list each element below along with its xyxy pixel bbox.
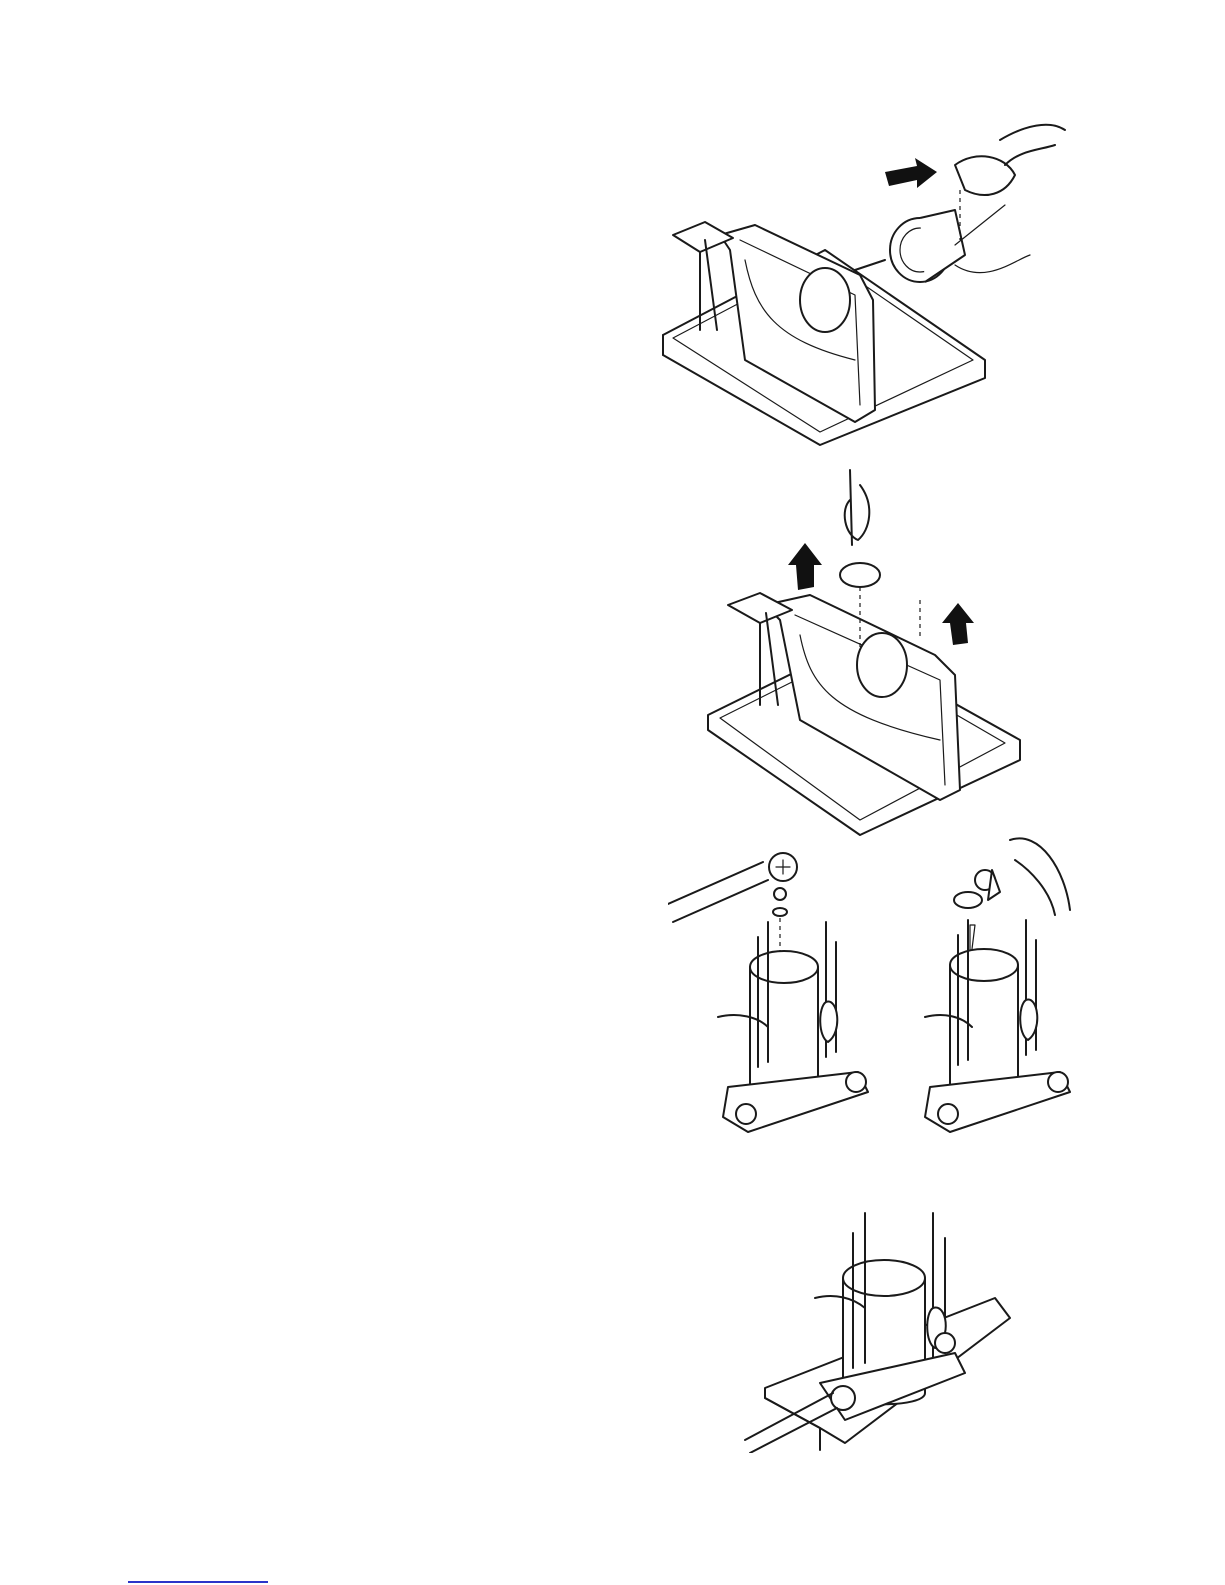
fan-motor-removal-figure <box>655 110 1075 450</box>
footer-rule <box>128 1581 268 1583</box>
compressor-mount-illustration <box>735 1158 1015 1453</box>
partition-removal-illustration <box>700 465 1030 840</box>
compressor-cover-illustration <box>900 830 1080 1142</box>
compressor-terminal-illustration <box>668 842 878 1142</box>
fan-motor-removal-illustration <box>655 110 1075 450</box>
partition-removal-figure <box>700 465 1030 840</box>
compressor-mount-removal-figure <box>735 1158 1015 1453</box>
compressor-terminal-removal-figure <box>668 842 878 1142</box>
compressor-cover-removal-figure <box>900 830 1080 1142</box>
